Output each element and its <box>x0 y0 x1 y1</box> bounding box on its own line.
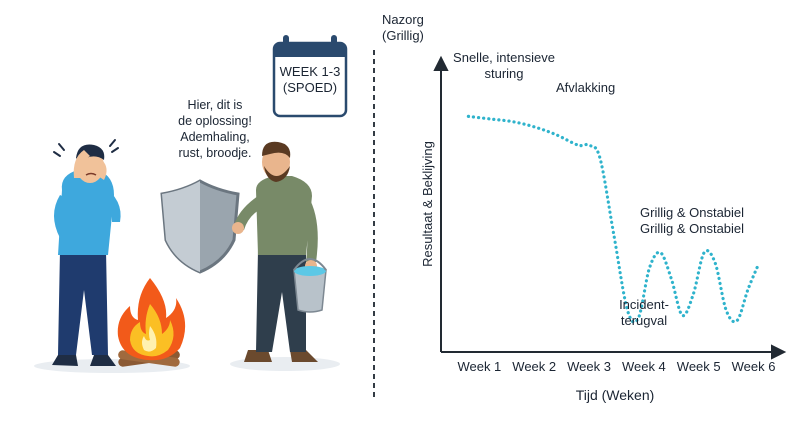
helper-person-illustration <box>232 141 327 362</box>
speech-line-1: Hier, dit is <box>187 98 243 112</box>
annotation-start: Snelle, intensieve sturing <box>450 50 558 82</box>
x-tick-label-3: Week 3 <box>567 359 611 374</box>
chart-plot: Week 1 Week 2 Week 3 Week 4 Week 5 Week 6 <box>457 114 776 374</box>
annotation-start-line-2: sturing <box>484 66 524 81</box>
annotation-drop: Incident- terugval <box>606 297 682 329</box>
chart-axes <box>433 55 787 360</box>
shield-icon <box>160 179 240 274</box>
divider-label: Nazorg (Grillig) <box>382 12 424 44</box>
campfire-illustration <box>117 278 186 367</box>
divider-label-line-2: (Grillig) <box>382 28 424 43</box>
x-tick-label-6: Week 6 <box>732 359 776 374</box>
speech-line-2: de oplossing! <box>178 114 252 128</box>
calendar-line-2: (SPOED) <box>282 80 338 95</box>
calendar-line-1: WEEK 1-3 <box>279 64 341 79</box>
calendar-icon <box>272 35 348 118</box>
annotation-wave-1: Grillig & Onstabiel <box>640 205 745 220</box>
x-tick-label-5: Week 5 <box>677 359 721 374</box>
speech-line-3: Ademhaling, <box>180 130 250 144</box>
speech-line-4: rust, broodje. <box>178 146 252 160</box>
y-axis-title: Resultaat & Beklijving <box>420 141 435 267</box>
x-tick-label-1: Week 1 <box>457 359 501 374</box>
stressed-person-illustration <box>52 139 121 366</box>
divider-label-line-1: Nazorg <box>382 12 424 27</box>
x-tick-label-4: Week 4 <box>622 359 666 374</box>
calendar-label: WEEK 1-3 (SPOED) <box>274 64 346 96</box>
x-tick-label-2: Week 2 <box>512 359 556 374</box>
x-axis-title: Tijd (Weken) <box>575 387 655 403</box>
annotation-drop-line-1: Incident- <box>619 297 669 312</box>
annotation-drop-line-2: terugval <box>620 313 668 328</box>
annotation-plateau: Afvlakking <box>556 80 616 95</box>
annotation-start-line-1: Snelle, intensieve <box>453 50 555 65</box>
annotation-wave-2: Grillig & Onstabiel <box>640 221 745 236</box>
speech-text: Hier, dit is de oplossing! Ademhaling, r… <box>170 97 260 161</box>
series-line <box>466 114 761 324</box>
